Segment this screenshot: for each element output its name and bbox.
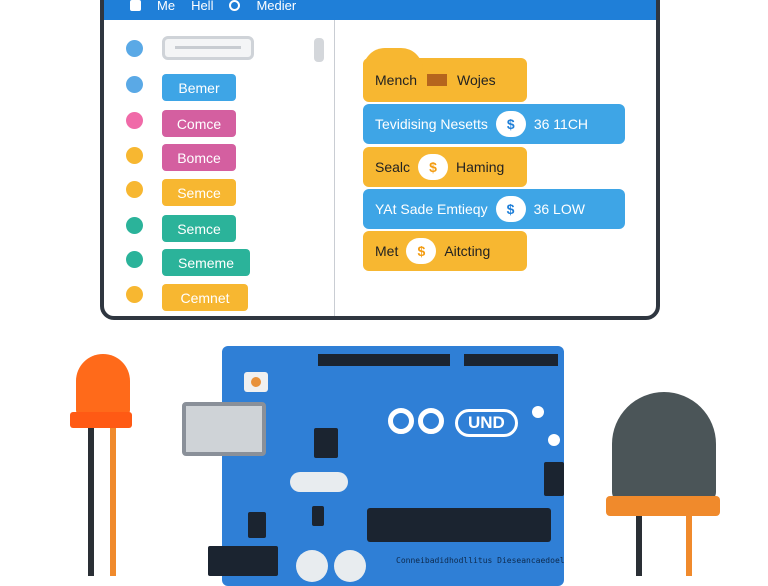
category-dot-icon[interactable] <box>126 286 143 303</box>
event-block[interactable]: Mench Wojes <box>363 48 527 102</box>
block-text: Haming <box>456 159 505 175</box>
usb-port-icon <box>182 402 266 456</box>
category-dot-icon[interactable] <box>126 112 143 129</box>
value-pill[interactable]: $ <box>406 238 437 264</box>
arduino-board <box>222 346 564 586</box>
category-button[interactable]: Comce <box>162 110 236 137</box>
gray-led-base <box>606 496 720 516</box>
category-button[interactable]: Sememe <box>162 249 250 276</box>
block-text: Met <box>375 243 399 259</box>
block-text: Mench <box>375 72 418 88</box>
capacitor <box>296 550 328 582</box>
mount-hole <box>532 406 544 418</box>
category-dot-icon[interactable] <box>126 40 143 57</box>
block-text: Sealc <box>375 159 411 175</box>
script-area: Mench Wojes Tevidising Nesetts $ 36 11CH… <box>335 20 656 316</box>
board-name: UND <box>455 409 518 437</box>
menu-bar: Me Hell Medier <box>104 0 656 20</box>
block-swatch-icon <box>427 74 448 86</box>
category-dot-icon[interactable] <box>126 251 143 268</box>
circle-icon[interactable] <box>229 0 241 11</box>
microcontroller-chip <box>367 508 551 542</box>
gray-led-icon <box>612 392 716 502</box>
category-dot-icon[interactable] <box>126 76 143 93</box>
led-wire <box>88 428 94 576</box>
reset-button[interactable] <box>244 372 268 392</box>
menu-item-hell[interactable]: Hell <box>191 0 214 13</box>
led-wire <box>110 428 116 576</box>
value-pill[interactable]: $ <box>495 111 526 137</box>
mount-hole <box>548 434 560 446</box>
category-button[interactable]: Semce <box>162 215 236 242</box>
block-text: Aitcting <box>444 243 491 259</box>
block-hat <box>363 48 423 70</box>
block-text: Wojes <box>457 72 496 88</box>
pin-header <box>464 354 558 366</box>
block-text: 36 LOW <box>533 201 585 217</box>
capacitor <box>334 550 366 582</box>
pin-header <box>318 354 450 366</box>
category-dot-icon[interactable] <box>126 181 143 198</box>
editor-window: Me Hell Medier Bemer Comce Bomce Semce S… <box>100 0 660 320</box>
value-pill[interactable]: $ <box>418 154 449 180</box>
category-button[interactable]: Bomce <box>162 144 236 171</box>
chip <box>314 428 338 458</box>
menu-item-me[interactable]: Me <box>157 0 176 13</box>
command-block[interactable]: Tevidising Nesetts $ 36 11CH <box>363 104 625 144</box>
chip <box>544 462 564 496</box>
block-text: Tevidising Nesetts <box>375 116 488 132</box>
block-palette: Bemer Comce Bomce Semce Semce Sememe Cem… <box>104 20 335 316</box>
crystal <box>290 472 348 492</box>
command-block[interactable]: YAt Sade Emtieqy $ 36 LOW <box>363 189 625 229</box>
control-block[interactable]: Sealc $ Haming <box>363 147 527 187</box>
category-dot-icon[interactable] <box>126 147 143 164</box>
block-text: YAt Sade Emtieqy <box>375 201 488 217</box>
power-jack <box>208 546 278 576</box>
category-button[interactable]: Bemer <box>162 74 236 101</box>
led-wire <box>636 516 642 576</box>
logo-ring-icon <box>388 408 414 434</box>
control-block[interactable]: Met $ Aitcting <box>363 231 527 271</box>
search-input[interactable] <box>162 36 254 60</box>
checkbox-icon[interactable] <box>130 0 141 11</box>
scrollbar[interactable] <box>314 38 324 62</box>
category-button[interactable]: Cemnet <box>162 284 248 311</box>
block-text: 36 11CH <box>533 116 589 132</box>
red-led-icon <box>76 354 130 416</box>
category-dot-icon[interactable] <box>126 217 143 234</box>
red-led-base <box>70 412 132 428</box>
led-wire <box>686 516 692 576</box>
logo-ring-icon <box>418 408 444 434</box>
chip <box>312 506 324 526</box>
chip <box>248 512 266 538</box>
value-pill[interactable]: $ <box>495 196 526 222</box>
category-button[interactable]: Semce <box>162 179 236 206</box>
board-silkscreen: Conneibadidhodllitus Dieseancaedoel <box>396 556 565 565</box>
menu-item-medier[interactable]: Medier <box>256 0 297 13</box>
